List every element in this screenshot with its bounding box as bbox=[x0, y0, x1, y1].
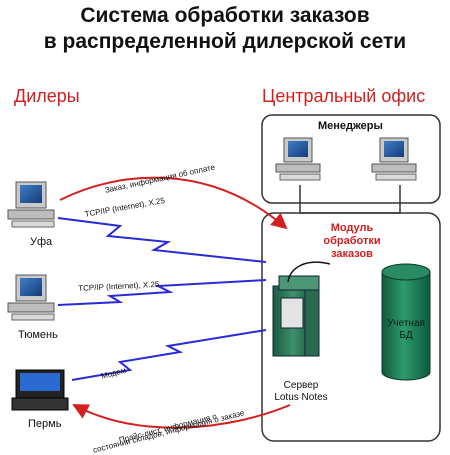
server-label-line-2: Lotus Notes bbox=[274, 392, 328, 403]
dealer-name-tyumen: Тюмень bbox=[18, 329, 58, 341]
manager-computer-2 bbox=[371, 137, 417, 181]
price-list-arrow bbox=[72, 404, 291, 429]
manager-computer-1 bbox=[275, 137, 321, 181]
module-label: Модуль обработки заказов bbox=[312, 222, 392, 261]
dealer-laptop-perm bbox=[11, 369, 69, 411]
server-label: Сервер Lotus Notes bbox=[266, 380, 336, 404]
server-lotus-notes bbox=[272, 275, 320, 357]
perm-channel-line bbox=[71, 329, 267, 381]
module-label-line-2: обработки bbox=[323, 235, 381, 247]
ufa-channel-line bbox=[57, 217, 267, 263]
managers-label: Менеджеры bbox=[318, 120, 383, 132]
module-label-line-3: заказов bbox=[331, 248, 373, 260]
tyumen-channel-line bbox=[57, 279, 267, 306]
module-label-line-1: Модуль bbox=[330, 222, 374, 234]
section-central-office: Центральный офис bbox=[262, 86, 426, 106]
title-line-2: в распределенной дилерской сети bbox=[43, 30, 407, 53]
dealer-computer-tyumen bbox=[7, 274, 55, 321]
database-label: Учетная БД bbox=[384, 318, 428, 342]
database-cylinder bbox=[381, 263, 431, 381]
server-label-line-1: Сервер bbox=[283, 380, 319, 391]
database-label-line-1: Учетная bbox=[387, 318, 425, 329]
module-pointer bbox=[287, 261, 331, 283]
dealer-name-perm: Пермь bbox=[28, 418, 62, 430]
order-arrow bbox=[59, 176, 288, 230]
section-dealers: Дилеры bbox=[14, 86, 80, 106]
dealer-name-ufa: Уфа bbox=[30, 236, 53, 248]
title-line-1: Система обработки заказов bbox=[80, 4, 370, 27]
dealer-computer-ufa bbox=[7, 181, 55, 228]
managers-box bbox=[261, 114, 441, 204]
database-label-line-2: БД bbox=[399, 330, 413, 341]
